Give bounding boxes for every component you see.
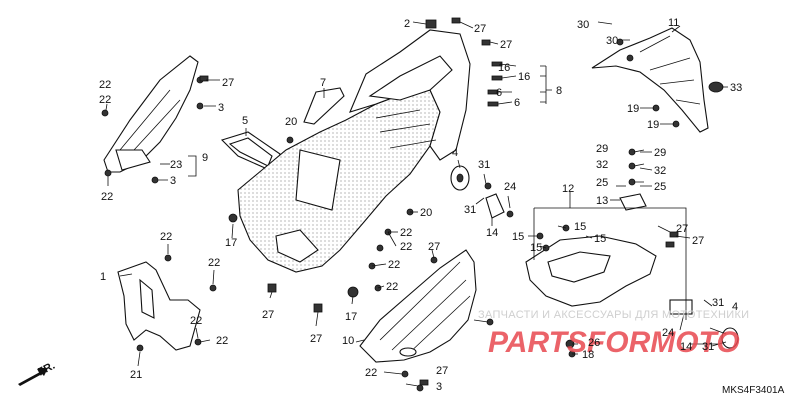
callout-27-d: 27 [676,223,688,235]
part-5-rubber [220,131,281,173]
callout-17-b: 17 [345,311,357,323]
part-11-rear-cover [591,27,709,133]
callout-14-b: 14 [680,341,692,353]
callout-22-c: 22 [101,191,113,203]
callout-20-b: 20 [420,207,432,219]
callout-27-e: 27 [692,235,704,247]
callout-20-a: 20 [285,116,297,128]
callout-15-b: 15 [512,231,524,243]
callout-27-b: 27 [500,39,512,51]
callout-22-d: 22 [400,227,412,239]
seat-tray [349,29,471,161]
callout-6-b: 6 [514,97,520,109]
callout-32-b: 32 [654,165,666,177]
part-9-side-cover [103,55,199,173]
callout-24-b: 24 [662,327,674,339]
part-10-lower-cover [359,249,477,363]
callout-15-a: 15 [574,221,586,233]
part-1-mudguard [117,261,201,351]
callout-33: 33 [730,82,742,94]
callout-16-b: 16 [518,71,530,83]
callout-29-a: 29 [596,143,608,155]
callout-22-b: 22 [99,94,111,106]
callout-22-j: 22 [190,315,202,327]
callout-27-h: 27 [310,333,322,345]
callout-13: 13 [596,195,608,207]
callout-19-a: 19 [627,103,639,115]
callout-15-c: 15 [530,242,542,254]
main-rear-fender [237,89,441,273]
callout-25-b: 25 [654,181,666,193]
part-14-clip [485,193,505,219]
part-number-labels: 2 27 27 16 16 6 6 8 7 5 20 22 22 27 3 23… [99,17,742,393]
callout-21: 21 [130,369,142,381]
callout-22-g: 22 [386,281,398,293]
callout-24-a: 24 [504,181,516,193]
watermark: ЗАПЧАСТИ И АКСЕССУАРЫ ДЛЯ МОТОТЕХНИКИ PA… [478,309,749,359]
part-13-bracket [619,193,647,211]
callout-11: 11 [668,17,679,29]
callout-22-k: 22 [216,335,228,347]
callout-29-b: 29 [654,147,666,159]
callout-22-h: 22 [160,231,172,243]
callout-22-e: 22 [400,241,412,253]
callout-22-a: 22 [99,79,111,91]
callout-17-a: 17 [225,237,237,249]
part-12-bracket [525,235,739,349]
callout-31-d: 31 [702,341,714,353]
part-4-grommet [450,165,470,191]
watermark-logo: PARTSFORMOTO [488,326,740,359]
part-7-strap [303,87,345,125]
callout-22-f: 22 [388,259,400,271]
callout-2: 2 [404,18,410,30]
callout-22-i: 22 [208,257,220,269]
callout-6-a: 6 [496,87,502,99]
callout-32-a: 32 [596,159,608,171]
callout-15-plain: 15 [594,233,606,245]
callout-30-a: 30 [577,19,589,31]
drawing-code: MKS4F3401A [722,385,785,396]
callout-23: 23 [170,159,182,171]
callout-9: 9 [202,152,208,164]
part-33-grommet [708,81,724,93]
callout-27-i: 27 [436,365,448,377]
callout-4-a: 4 [452,147,458,159]
callout-18: 18 [582,349,594,361]
callout-5: 5 [242,115,248,127]
callout-31-b: 31 [464,204,476,216]
callout-12: 12 [562,183,574,195]
callout-7: 7 [320,77,326,89]
callout-16-a: 16 [498,62,510,74]
callout-30-b: 30 [606,35,618,47]
callout-10: 10 [342,335,354,347]
callout-8: 8 [556,85,562,97]
leader-lines [105,21,728,387]
direction-label: FR. [36,360,57,379]
callout-14-a: 14 [486,227,498,239]
callout-31-c: 31 [712,297,724,309]
callout-19-b: 19 [647,119,659,131]
callout-26: 26 [588,337,600,349]
front-direction-arrow: FR. [18,360,57,386]
callout-27-a: 27 [474,23,486,35]
callout-27-f: 27 [428,241,440,253]
callout-27-g: 27 [262,309,274,321]
callout-4-b: 4 [732,301,738,313]
callout-27-c: 27 [222,77,234,89]
callout-1: 1 [100,271,106,283]
callout-3-c: 3 [436,381,442,393]
callout-22-l: 22 [365,367,377,379]
callout-31-a: 31 [478,159,490,171]
callout-25-a: 25 [596,177,608,189]
part-2-grommet [425,19,437,29]
callout-3-a: 3 [218,102,224,114]
watermark-text: ЗАПЧАСТИ И АКСЕССУАРЫ ДЛЯ МОТОТЕХНИКИ [478,309,749,321]
callout-3-b: 3 [170,175,176,187]
